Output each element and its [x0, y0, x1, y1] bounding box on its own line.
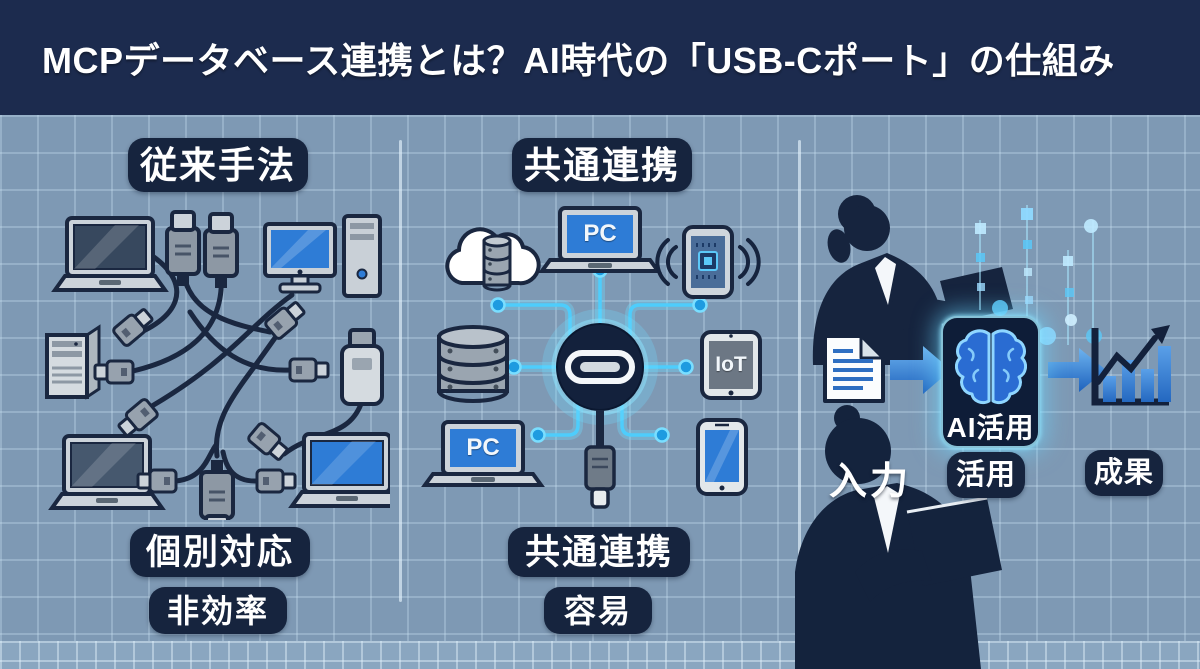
column-divider-right	[798, 140, 801, 602]
collar-shape	[875, 257, 896, 305]
legacy-result-badge-2: 非効率	[149, 587, 287, 634]
iot-device-icon	[700, 330, 762, 400]
laptop-icon	[290, 432, 390, 508]
cloud-database-icon	[445, 227, 541, 292]
cable-tangle	[123, 252, 364, 484]
pc-laptop-icon	[421, 420, 545, 487]
usb-plug-icon	[288, 357, 330, 383]
usb-connector-icon	[203, 212, 239, 290]
diagram-canvas: 従来手法	[0, 115, 1200, 669]
hub-result-badge-2: 容易	[544, 587, 652, 634]
flow-arrow-input	[890, 346, 951, 394]
page-title: MCPデータベース連携とは？AI時代の「USB-Cポート」の仕組み	[42, 39, 1115, 81]
ai-brain-box: AI活用	[941, 316, 1040, 448]
step-use-badge: 活用	[947, 452, 1025, 498]
column-divider-left	[399, 140, 402, 602]
tablet-edge-highlight	[906, 496, 988, 514]
ai-workflow-illustration	[795, 195, 1171, 669]
legacy-result-badge-1: 個別対応	[130, 527, 310, 577]
person-silhouette-bottom	[795, 405, 1002, 669]
laptop-icon	[50, 434, 164, 510]
document-icon	[823, 334, 885, 403]
iot-screen-label: IoT	[715, 353, 747, 376]
brain-icon	[954, 328, 1027, 406]
usb-plug-icon	[245, 420, 292, 465]
legacy-tangle-illustration	[45, 210, 390, 520]
legacy-result-text-2: 非効率	[166, 592, 269, 629]
hub-title-badge: 共通連携	[512, 138, 692, 192]
laptop-icon	[53, 216, 167, 292]
usb-flash-icon	[340, 328, 384, 406]
legacy-result-text-1: 個別対応	[145, 532, 294, 572]
pc-bottom-screen-label: PC	[466, 434, 500, 461]
usb-plug-icon	[255, 468, 297, 494]
legacy-title-text: 従来手法	[140, 144, 296, 186]
digital-dots-decoration	[975, 205, 1102, 345]
smartphone-icon	[696, 418, 748, 496]
hub-result-badge-1: 共通連携	[508, 527, 690, 577]
legacy-title-badge: 従来手法	[128, 138, 308, 192]
step-use-text: 活用	[955, 458, 1016, 491]
ai-box-label: AI活用	[946, 412, 1035, 443]
hub-result-text-1: 共通連携	[524, 532, 673, 572]
hub-title-text: 共通連携	[524, 144, 680, 186]
usb-c-hub-icon	[542, 309, 658, 425]
hub-network-illustration	[421, 206, 762, 509]
server-icon	[45, 324, 101, 400]
header-banner: MCPデータベース連携とは？AI時代の「USB-Cポート」の仕組み	[0, 0, 1200, 115]
pc-top-screen-label: PC	[583, 220, 617, 247]
usb-connector-icon	[165, 210, 201, 288]
bottom-grid-strip	[0, 641, 1200, 669]
monitor-icon	[263, 222, 337, 294]
database-icon	[437, 325, 509, 403]
step-result-badge: 成果	[1085, 450, 1163, 496]
usb-plug-icon	[93, 359, 135, 385]
tower-pc-icon	[342, 214, 382, 298]
pc-laptop-icon	[538, 206, 662, 273]
hub-result-text-2: 容易	[563, 592, 632, 629]
usb-plug-icon	[136, 468, 178, 494]
smart-chip-phone-icon	[655, 225, 761, 299]
step-input-label: 入力	[829, 461, 912, 503]
growth-chart-icon	[1091, 325, 1171, 406]
step-result-text: 成果	[1093, 456, 1154, 489]
collar-shape	[874, 486, 900, 553]
usb-c-cable-icon	[584, 410, 616, 509]
